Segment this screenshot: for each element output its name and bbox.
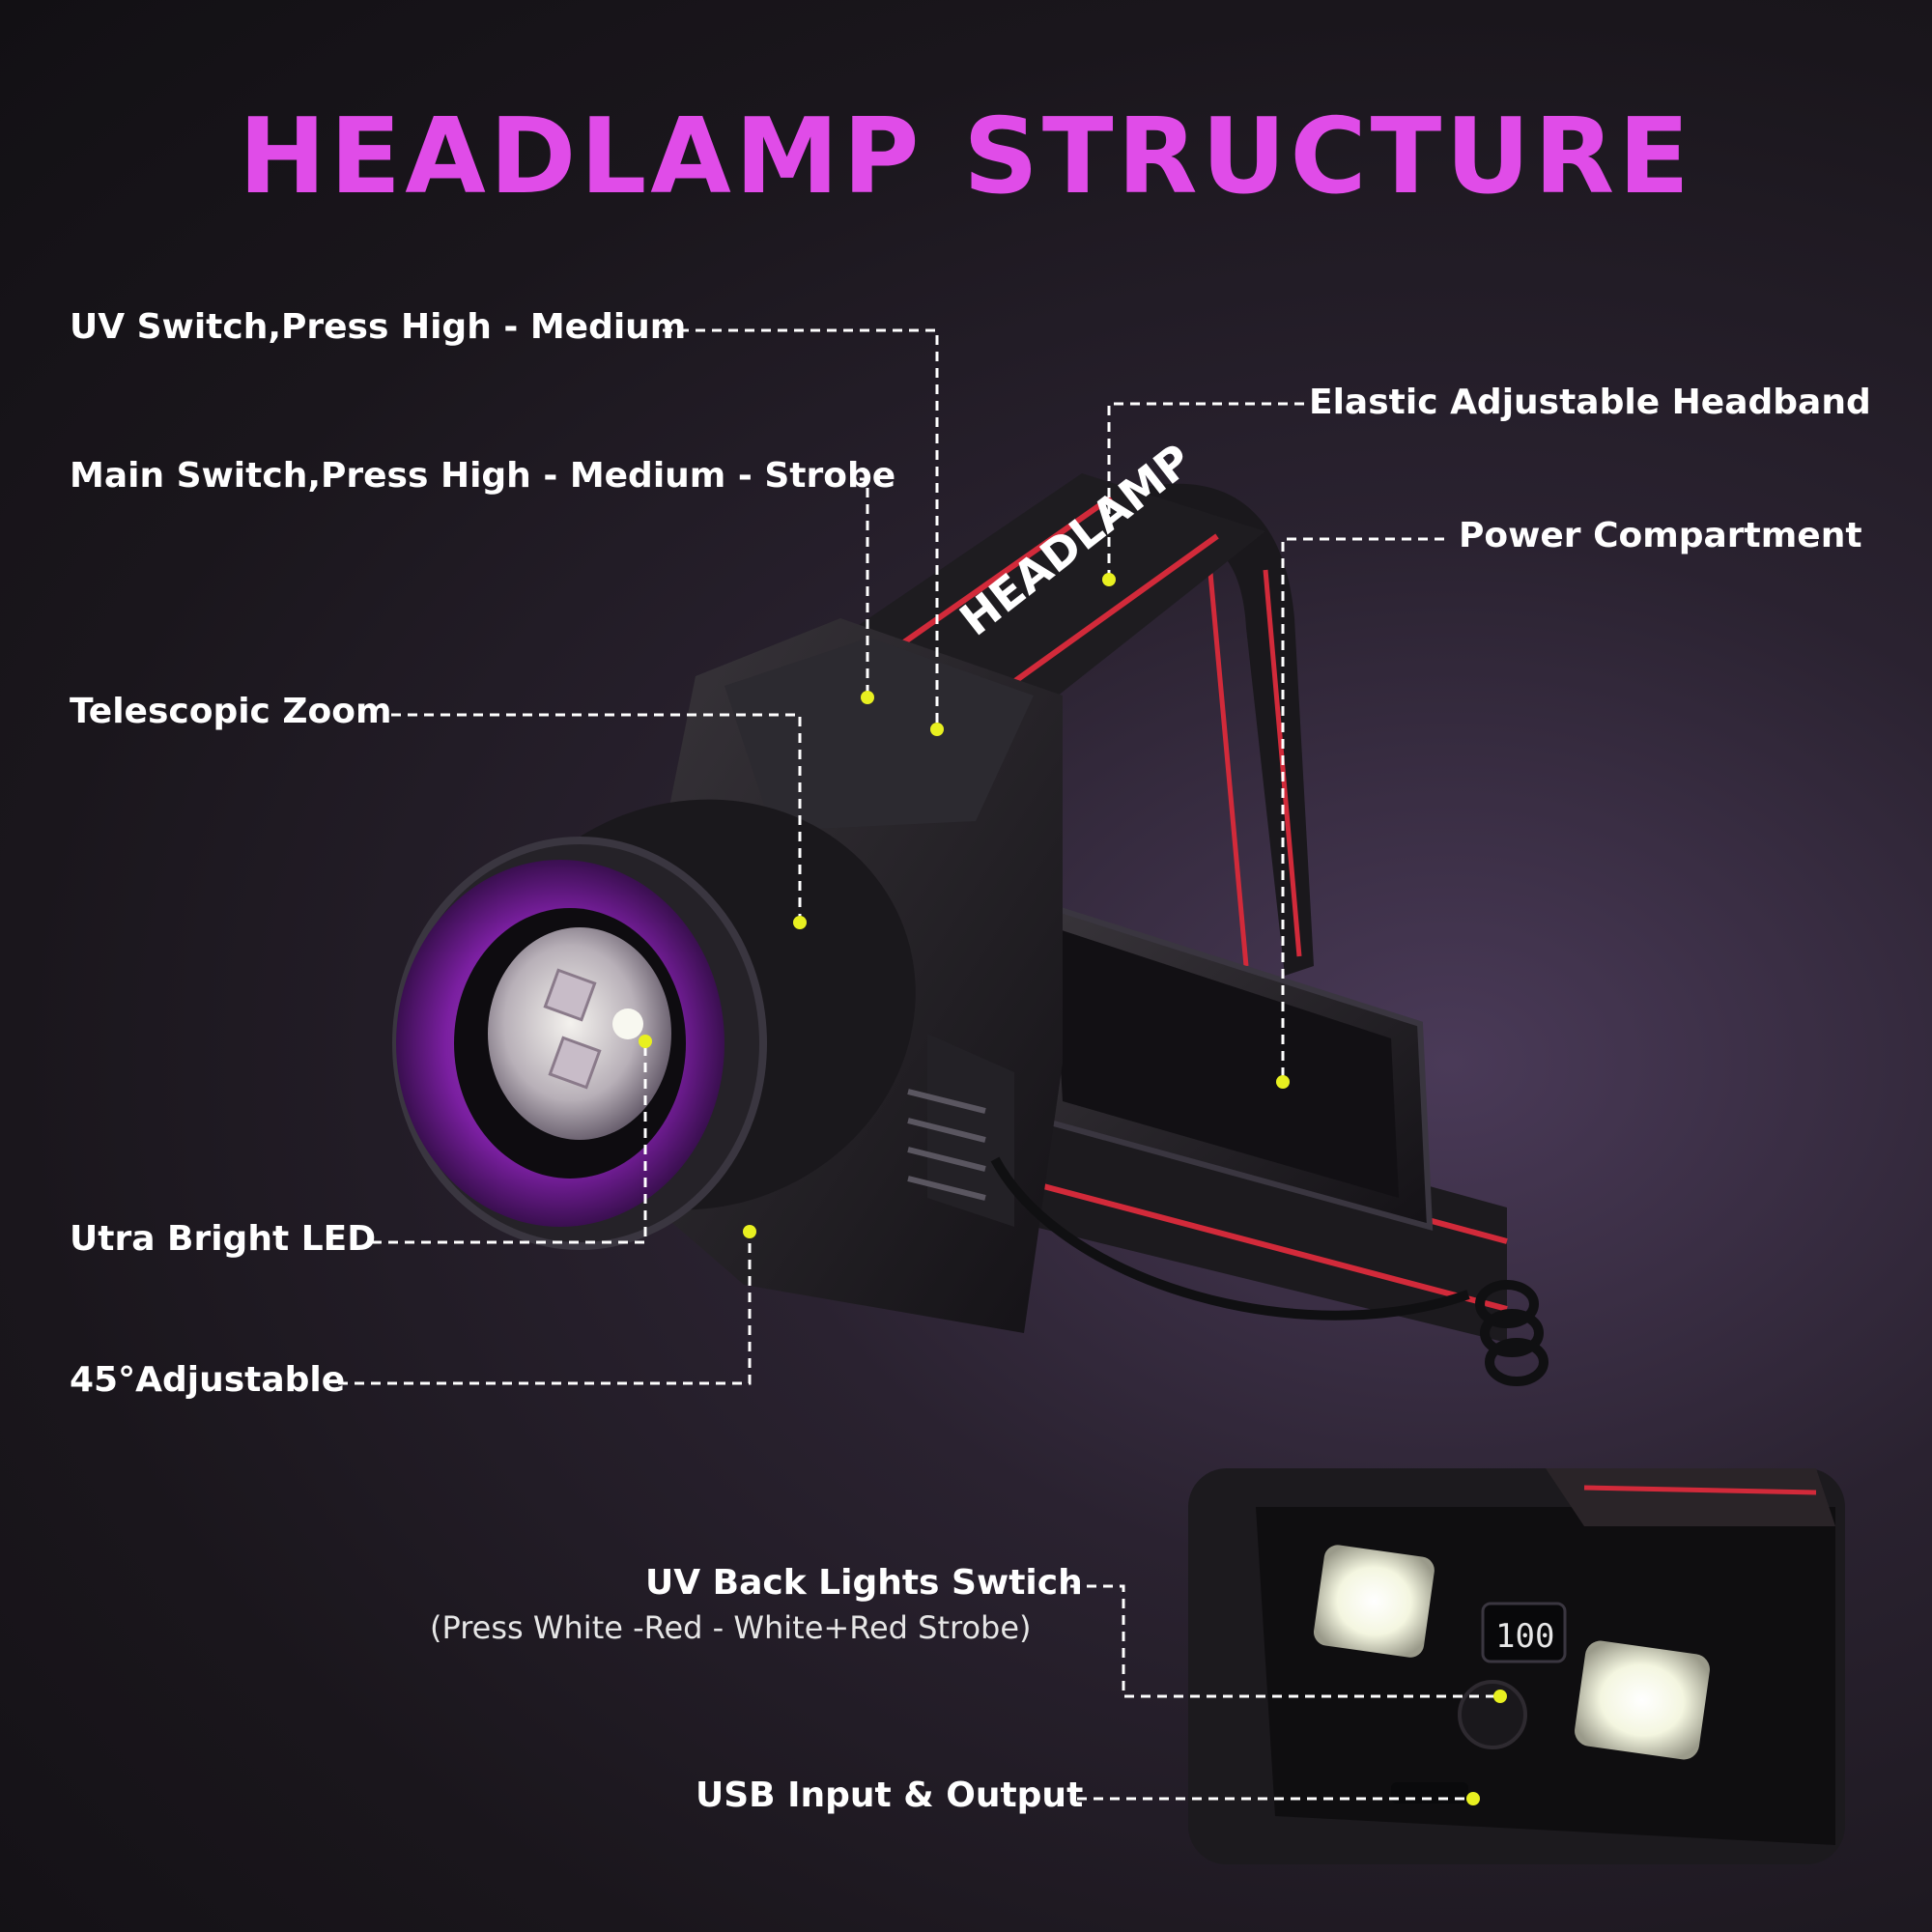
label-45-adjustable: 45°Adjustable — [70, 1360, 346, 1400]
battery-display: 100 — [1495, 1617, 1554, 1656]
label-main-switch: Main Switch,Press High - Medium - Strobe — [70, 456, 896, 496]
label-telescopic-zoom: Telescopic Zoom — [70, 692, 392, 731]
usb-port — [1391, 1782, 1468, 1804]
coil-cable — [990, 1156, 1548, 1386]
label-elastic-headband: Elastic Adjustable Headband — [1309, 383, 1871, 422]
page-title: HEADLAMP STRUCTURE — [239, 97, 1693, 217]
rear-panel-inset: 100 — [1188, 1468, 1845, 1864]
label-ultra-bright-led: Utra Bright LED — [70, 1219, 377, 1259]
cob-light-left — [1313, 1545, 1435, 1658]
label-uv-back-lights: UV Back Lights Swtich — [645, 1563, 1083, 1603]
label-usb: USB Input & Output — [696, 1776, 1084, 1815]
label-power-compartment: Power Compartment — [1459, 516, 1862, 555]
rear-switch-button — [1458, 1680, 1527, 1749]
label-uv-switch: UV Switch,Press High - Medium — [70, 307, 687, 347]
label-uv-back-lights-sub: (Press White -Red - White+Red Strobe) — [430, 1609, 1032, 1646]
cob-light-right — [1575, 1640, 1710, 1760]
